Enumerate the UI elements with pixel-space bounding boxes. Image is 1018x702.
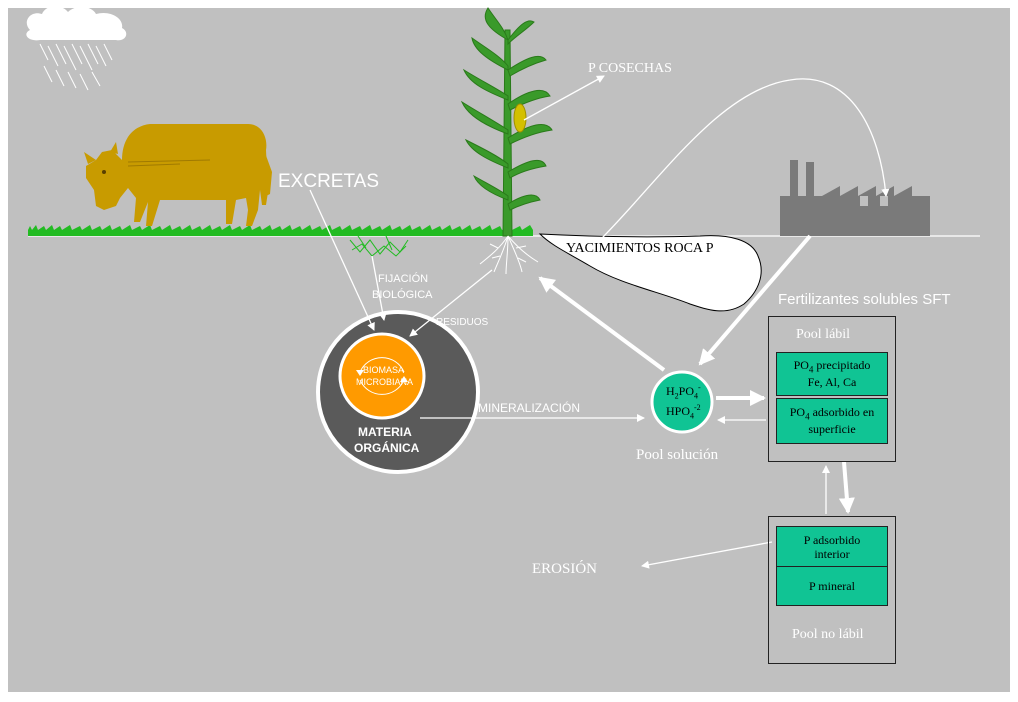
arrow-excretas (309, 189, 375, 331)
arrow-solution-to-plant (538, 276, 666, 372)
label-residuos: RESIDUOS (436, 317, 489, 328)
pool-labil-frame (768, 316, 896, 462)
box-p-mineral: P mineral (776, 566, 888, 606)
label-h2po4: H2PO4- (666, 383, 701, 401)
loop-arrowhead-left (356, 370, 364, 376)
roots-icon (479, 235, 539, 275)
cow-icon (84, 124, 272, 226)
arrow-to-erosion (641, 541, 773, 569)
label-erosion: EROSIÓN (532, 561, 598, 577)
arrow-fijacion (371, 255, 387, 321)
rock-deposit-icon (538, 233, 762, 312)
box-p-adsorbido-interior: P adsorbido interior (776, 526, 888, 568)
label-pool-labil: Pool lábil (796, 327, 851, 342)
grass-icon (28, 225, 533, 236)
arrow-factory-to-solution (698, 234, 812, 366)
label-mineralizacion: MINERALIZACIÓN (478, 401, 581, 415)
label-biomasa: BIOMASA (363, 365, 405, 375)
flow-arrows (309, 75, 890, 569)
label-pool-solucion: Pool solución (636, 447, 719, 463)
organic-matter-ring (316, 310, 480, 474)
label-p-cosechas: P COSECHAS (588, 61, 672, 76)
label-organica: ORGÁNICA (354, 441, 420, 455)
label-excretas: EXCRETAS (278, 171, 380, 192)
label-biologica: BIOLÓGICA (372, 289, 433, 301)
solution-circle (650, 370, 714, 434)
box-po4-adsorbido: PO4 adsorbido en superficie (776, 398, 888, 444)
factory-icon (780, 160, 930, 236)
arrow-to-p-cosechas (523, 75, 605, 121)
rain-cloud-icon (26, 6, 127, 91)
arrow-residuos (409, 269, 493, 337)
label-yacimientos-roca-p: YACIMIENTOS ROCA P (566, 241, 714, 256)
loop-arrowhead-right (400, 376, 408, 382)
label-fijacion: FIJACIÓN (378, 273, 429, 285)
pool-no-labil-frame (768, 516, 896, 664)
arrow-rock-to-factory (599, 78, 890, 241)
label-fertilizantes: Fertilizantes solubles SFT (778, 291, 951, 308)
label-materia: MATERIA (358, 425, 412, 439)
box-po4-precipitado: PO4 precipitado Fe, Al, Ca (776, 352, 888, 396)
label-microbiana: MICROBIANA (356, 377, 414, 387)
label-pool-no-labil: Pool no lábil (792, 627, 864, 642)
nodules-icon (349, 235, 409, 257)
label-hpo4: HPO4-2 (666, 403, 701, 421)
arrow-labile-down (838, 461, 855, 514)
thick-flow-arrows (538, 234, 855, 514)
corn-plant-icon (460, 7, 553, 237)
